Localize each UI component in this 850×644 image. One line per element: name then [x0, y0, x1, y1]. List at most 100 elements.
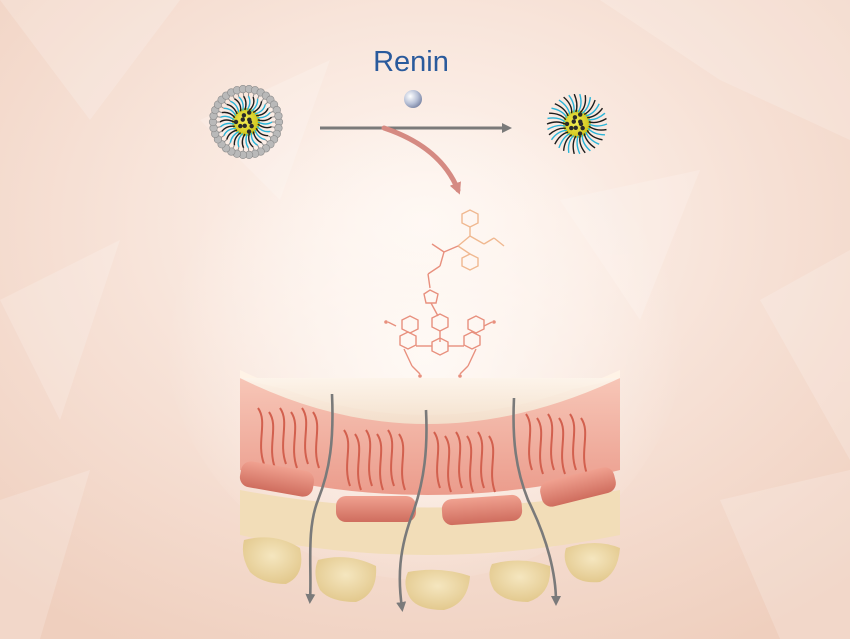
particle-chain: [256, 108, 269, 117]
particle-chain: [257, 116, 273, 122]
particle-chain: [550, 129, 567, 141]
penetration-arrow: [512, 397, 561, 606]
particle-chain: [220, 115, 235, 121]
particle-chain: [548, 127, 566, 136]
particle-chain: [585, 103, 600, 117]
particle-chain: [588, 123, 608, 127]
particle-chain: [248, 96, 255, 111]
particle-chain: [583, 133, 596, 149]
particle-chain: [255, 127, 269, 137]
tissue-bar: [540, 467, 616, 507]
particle-chain: [583, 99, 596, 116]
filament: [466, 435, 474, 493]
particle-chain: [551, 107, 568, 119]
filament: [569, 413, 577, 471]
particle-chain: [246, 95, 251, 111]
particle-chain: [238, 96, 244, 111]
filament: [547, 413, 555, 471]
particle-chain: [257, 123, 272, 129]
beige-band: [240, 490, 620, 555]
particle-chain: [588, 125, 607, 131]
filament: [525, 413, 533, 471]
particle-chain: [573, 93, 578, 113]
particle-chain: [237, 133, 244, 148]
particle-chain: [572, 135, 577, 155]
particle-chain: [585, 131, 600, 145]
filament: [301, 407, 309, 465]
tissue-bar: [336, 496, 416, 522]
filament: [387, 429, 395, 487]
enzyme-label: Renin: [373, 46, 449, 78]
particle-core-dot: [246, 129, 252, 134]
particle-chain: [587, 107, 604, 119]
particle-core: [232, 108, 260, 136]
particle-core-dot: [249, 123, 254, 129]
filament: [488, 435, 496, 493]
particle-chain: [558, 99, 571, 115]
particle-chain: [257, 112, 271, 119]
particle-chain: [229, 130, 240, 143]
particle-core-dot: [573, 125, 578, 130]
particle-chain: [547, 124, 566, 131]
particle-chain: [558, 132, 571, 149]
filament: [536, 417, 544, 475]
cell: [315, 557, 377, 602]
particle-chain: [233, 132, 242, 146]
filament: [444, 435, 452, 493]
particle-chain: [219, 122, 235, 128]
tissue-filaments: [257, 407, 588, 493]
filament: [312, 411, 320, 469]
particle-core-dot: [247, 110, 252, 115]
particle-core-dot: [233, 119, 239, 125]
penetration-arrows: [305, 393, 561, 612]
particle-chain: [581, 134, 591, 152]
particle-core: [563, 110, 591, 138]
particle-chain: [221, 111, 236, 119]
particle-chain: [588, 117, 607, 124]
filament: [279, 407, 287, 465]
particle-chain: [234, 98, 242, 112]
particle-chain: [586, 129, 603, 141]
particle-core-dot: [241, 113, 247, 118]
particle-chain: [223, 127, 236, 136]
particle-chain: [226, 129, 238, 140]
particle-core-dot: [569, 125, 574, 131]
particle-chain: [588, 112, 606, 121]
filament: [290, 411, 298, 469]
particle-core-dot: [580, 125, 585, 131]
cell: [405, 569, 470, 610]
particle-chain: [223, 107, 237, 117]
particle-chain: [243, 95, 247, 111]
filament: [433, 431, 441, 489]
particle-chain: [563, 96, 573, 114]
particle-chain: [252, 101, 263, 114]
filament: [376, 433, 384, 491]
particle-chain: [549, 112, 567, 121]
particle-chain: [241, 133, 246, 149]
renin-sphere: [404, 90, 422, 108]
filament: [268, 411, 276, 469]
particle-chain: [245, 133, 249, 149]
particle-chain: [257, 121, 273, 125]
particle-chain: [256, 125, 271, 133]
tissue-bar: [441, 494, 523, 526]
lens-cap-curve: [240, 378, 620, 424]
particle-chain: [579, 135, 586, 154]
particle-core-dot: [578, 119, 583, 124]
cell: [242, 537, 302, 584]
particle-chain: [568, 94, 575, 113]
release-arrow: [381, 125, 461, 195]
particle-chain: [581, 97, 592, 114]
particle-chain: [250, 98, 259, 112]
particle-core-dot: [577, 131, 583, 136]
filament: [558, 417, 566, 475]
filament: [365, 429, 373, 487]
particle-chain: [252, 131, 262, 144]
released-drug-molecule: [384, 209, 505, 378]
particle-core-dot: [572, 115, 578, 120]
particle-chain: [562, 134, 573, 151]
particle-core-dot: [247, 117, 252, 122]
particle-chain: [254, 129, 266, 141]
